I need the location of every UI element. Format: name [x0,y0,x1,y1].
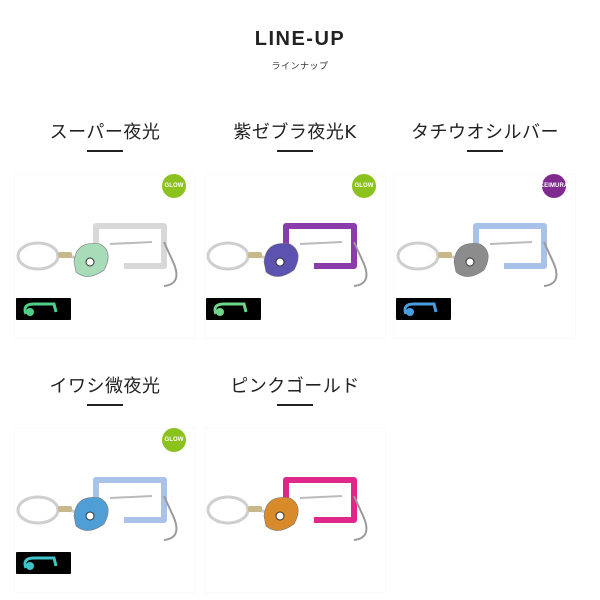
swivel [58,506,72,512]
hook [353,241,368,287]
glow-frame [23,302,58,315]
glow-svg [403,302,438,316]
glow-frame [23,556,58,569]
product-image-box[interactable]: KEIMURA [394,174,576,339]
lure-frame [283,223,357,269]
swivel [58,252,72,258]
leader-loop [206,241,250,271]
lure-image [14,458,196,548]
product-name: ピンクゴールド [230,376,360,397]
lure-frame [93,223,167,269]
hook [543,241,558,287]
swivel [438,252,452,258]
product-card[interactable]: 紫ゼブラ夜光K GLOW [204,118,386,339]
lure-image [14,204,196,294]
swivel [248,506,262,512]
glow-thumbnail [206,298,261,320]
product-image-box[interactable]: GLOW [204,174,386,339]
glow-badge: GLOW [162,174,186,198]
swivel [248,252,262,258]
leader-loop [16,495,60,525]
product-name: イワシ微夜光 [49,376,161,397]
lure-eye [275,511,285,521]
hook [353,495,368,541]
spring [109,241,153,245]
lure-svg [206,477,368,541]
leader-loop [396,241,440,271]
product-image-box[interactable]: GLOW [14,428,196,593]
hook [163,241,178,287]
lure-eye [465,257,475,267]
glow-head [26,562,34,570]
product-card[interactable]: タチウオシルバー KEIMURA [394,118,576,339]
spring [299,241,343,245]
spring [109,495,153,499]
glow-head [216,308,224,316]
glow-thumbnail [16,298,71,320]
product-name: タチウオシルバー [411,122,559,143]
product-card[interactable]: ピンクゴールド [204,372,386,593]
lure-svg [396,223,558,287]
title-underline [87,404,123,406]
glow-thumbnail [396,298,451,320]
page-subtitle: ラインナップ [271,62,329,72]
lure-svg [16,477,178,541]
lure-frame [473,223,547,269]
glow-svg [213,302,248,316]
product-image-box[interactable]: GLOW [14,174,196,339]
glow-svg [23,556,58,570]
keimura-badge: KEIMURA [540,174,568,198]
page-title: LINE-UP [254,28,346,50]
product-card[interactable]: イワシ微夜光 GLOW [14,372,196,593]
lure-image [394,204,576,294]
lure-frame [283,477,357,523]
glow-frame [403,302,438,315]
hook [163,495,178,541]
glow-badge: GLOW [162,428,186,452]
product-name: スーパー夜光 [49,122,161,143]
leader-loop [206,495,250,525]
lure-eye [85,511,95,521]
spring [489,241,533,245]
product-card[interactable]: スーパー夜光 GLOW [14,118,196,339]
product-name: 紫ゼブラ夜光K [233,122,357,143]
product-image-box[interactable] [204,428,386,593]
glow-head [26,308,34,316]
title-underline [467,150,503,152]
glow-svg [23,302,58,316]
glow-thumbnail [16,552,71,574]
spring [299,495,343,499]
lure-eye [85,257,95,267]
lure-eye [275,257,285,267]
glow-badge: GLOW [352,174,376,198]
lure-image [204,458,386,548]
lure-svg [16,223,178,287]
lure-frame [93,477,167,523]
lure-svg [206,223,368,287]
leader-loop [16,241,60,271]
glow-frame [213,302,248,315]
lure-image [204,204,386,294]
title-underline [277,404,313,406]
title-underline [87,150,123,152]
title-underline [277,150,313,152]
glow-head [406,308,414,316]
page-header: LINE-UP ラインナップ [0,28,600,72]
